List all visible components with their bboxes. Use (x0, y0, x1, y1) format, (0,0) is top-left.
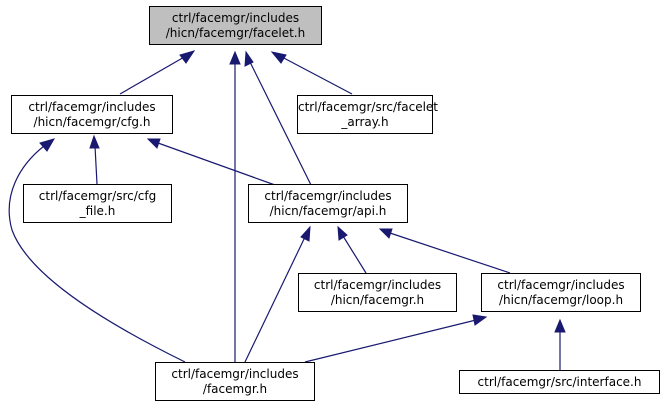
node-cfg-file-h-line1: ctrl/facemgr/src/cfg (38, 188, 157, 203)
node-interface-h[interactable]: ctrl/facemgr/src/interface.h (459, 370, 660, 394)
node-cfg-file-h[interactable]: ctrl/facemgr/src/cfg _file.h (23, 184, 172, 223)
node-cfg-file-h-line2: _file.h (79, 203, 116, 218)
edge-api-to-cfg (146, 138, 276, 186)
node-cfg-h-line2: /hicn/facemgr/cfg.h (33, 114, 151, 129)
node-facelet-h-line2: /hicn/facemgr/facelet.h (165, 25, 306, 40)
edge-facelet-array-to-facelet (270, 51, 353, 95)
node-hicn-facemgr-h[interactable]: ctrl/facemgr/includes /hicn/facemgr.h (298, 273, 457, 312)
node-hicn-facemgr-h-line2: /hicn/facemgr.h (330, 292, 425, 307)
node-facelet-array-h[interactable]: ctrl/facemgr/src/facelet _array.h (297, 95, 438, 134)
edge-cfg-to-facelet (119, 50, 196, 95)
edge-facemgr-to-api (244, 225, 311, 363)
node-hicn-facemgr-h-line1: ctrl/facemgr/includes (313, 277, 442, 292)
node-api-h[interactable]: ctrl/facemgr/includes /hicn/facemgr/api.… (248, 184, 408, 223)
node-loop-h-line1: ctrl/facemgr/includes (497, 277, 625, 292)
node-facelet-h-line1: ctrl/facemgr/includes (171, 10, 300, 25)
node-facemgr-h-line1: ctrl/facemgr/includes (171, 366, 299, 381)
edge-loop-to-api (378, 228, 511, 274)
node-facemgr-h[interactable]: ctrl/facemgr/includes /facemgr.h (155, 362, 315, 401)
edge-facemgr-to-facelet (229, 50, 241, 362)
node-api-h-line1: ctrl/facemgr/includes (264, 188, 392, 203)
node-facemgr-h-line2: /facemgr.h (202, 381, 268, 396)
edge-cfg-file-to-cfg (89, 134, 100, 185)
node-facelet-array-h-line2: _array.h (341, 114, 389, 129)
node-cfg-h-line1: ctrl/facemgr/includes (28, 99, 156, 114)
node-facelet-h: ctrl/facemgr/includes /hicn/facemgr/face… (149, 6, 322, 45)
edge-facemgr-to-cfg (8, 138, 186, 363)
node-api-h-line2: /hicn/facemgr/api.h (269, 203, 387, 218)
edge-facemgr-to-loop (304, 314, 488, 363)
node-loop-h-line2: /hicn/facemgr/loop.h (498, 292, 624, 307)
node-interface-h-line1: ctrl/facemgr/src/interface.h (477, 374, 642, 389)
node-facelet-array-h-line1: ctrl/facemgr/src/facelet (298, 99, 438, 114)
edge-api-to-facelet (244, 50, 312, 186)
node-cfg-h[interactable]: ctrl/facemgr/includes /hicn/facemgr/cfg.… (11, 95, 173, 134)
node-loop-h[interactable]: ctrl/facemgr/includes /hicn/facemgr/loop… (481, 273, 641, 312)
edge-interface-to-loop (554, 318, 566, 370)
edge-hicn-facemgr-to-api (337, 225, 367, 274)
